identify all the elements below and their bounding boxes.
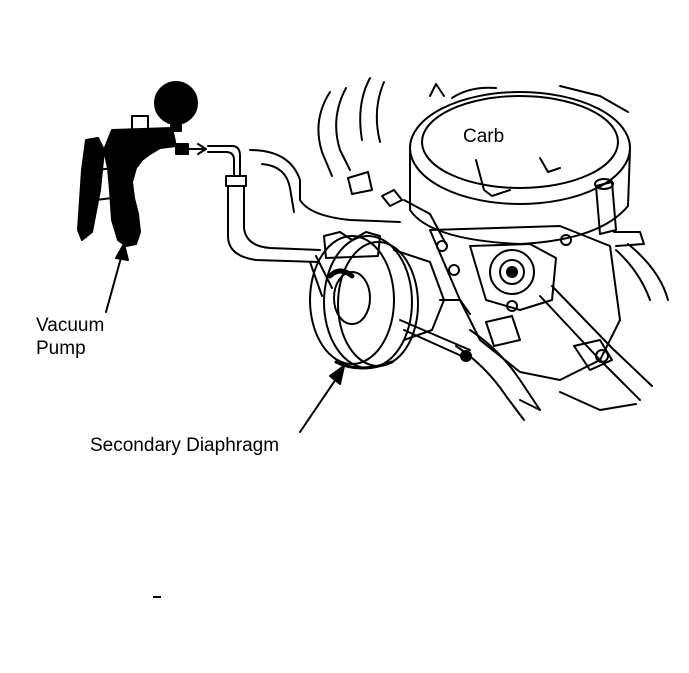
- carb-label: Carb: [463, 126, 505, 147]
- stray-mark: [153, 596, 161, 598]
- vacuum-pump: [77, 81, 207, 247]
- vacuum-pump-label-line1: Vacuum: [36, 315, 105, 336]
- vacuum-hose: [207, 145, 321, 263]
- secondary-diaphragm-label: Secondary Diaphragm: [90, 435, 280, 456]
- vacuum-pump-arrow: [105, 243, 129, 313]
- vacuum-pump-label-line2: Pump: [36, 338, 86, 359]
- secondary-diaphragm-housing: [309, 231, 445, 370]
- carburetor-assembly: [249, 77, 669, 421]
- secondary-diaphragm-arrow: [299, 365, 345, 433]
- vacuum-gauge: [154, 81, 198, 125]
